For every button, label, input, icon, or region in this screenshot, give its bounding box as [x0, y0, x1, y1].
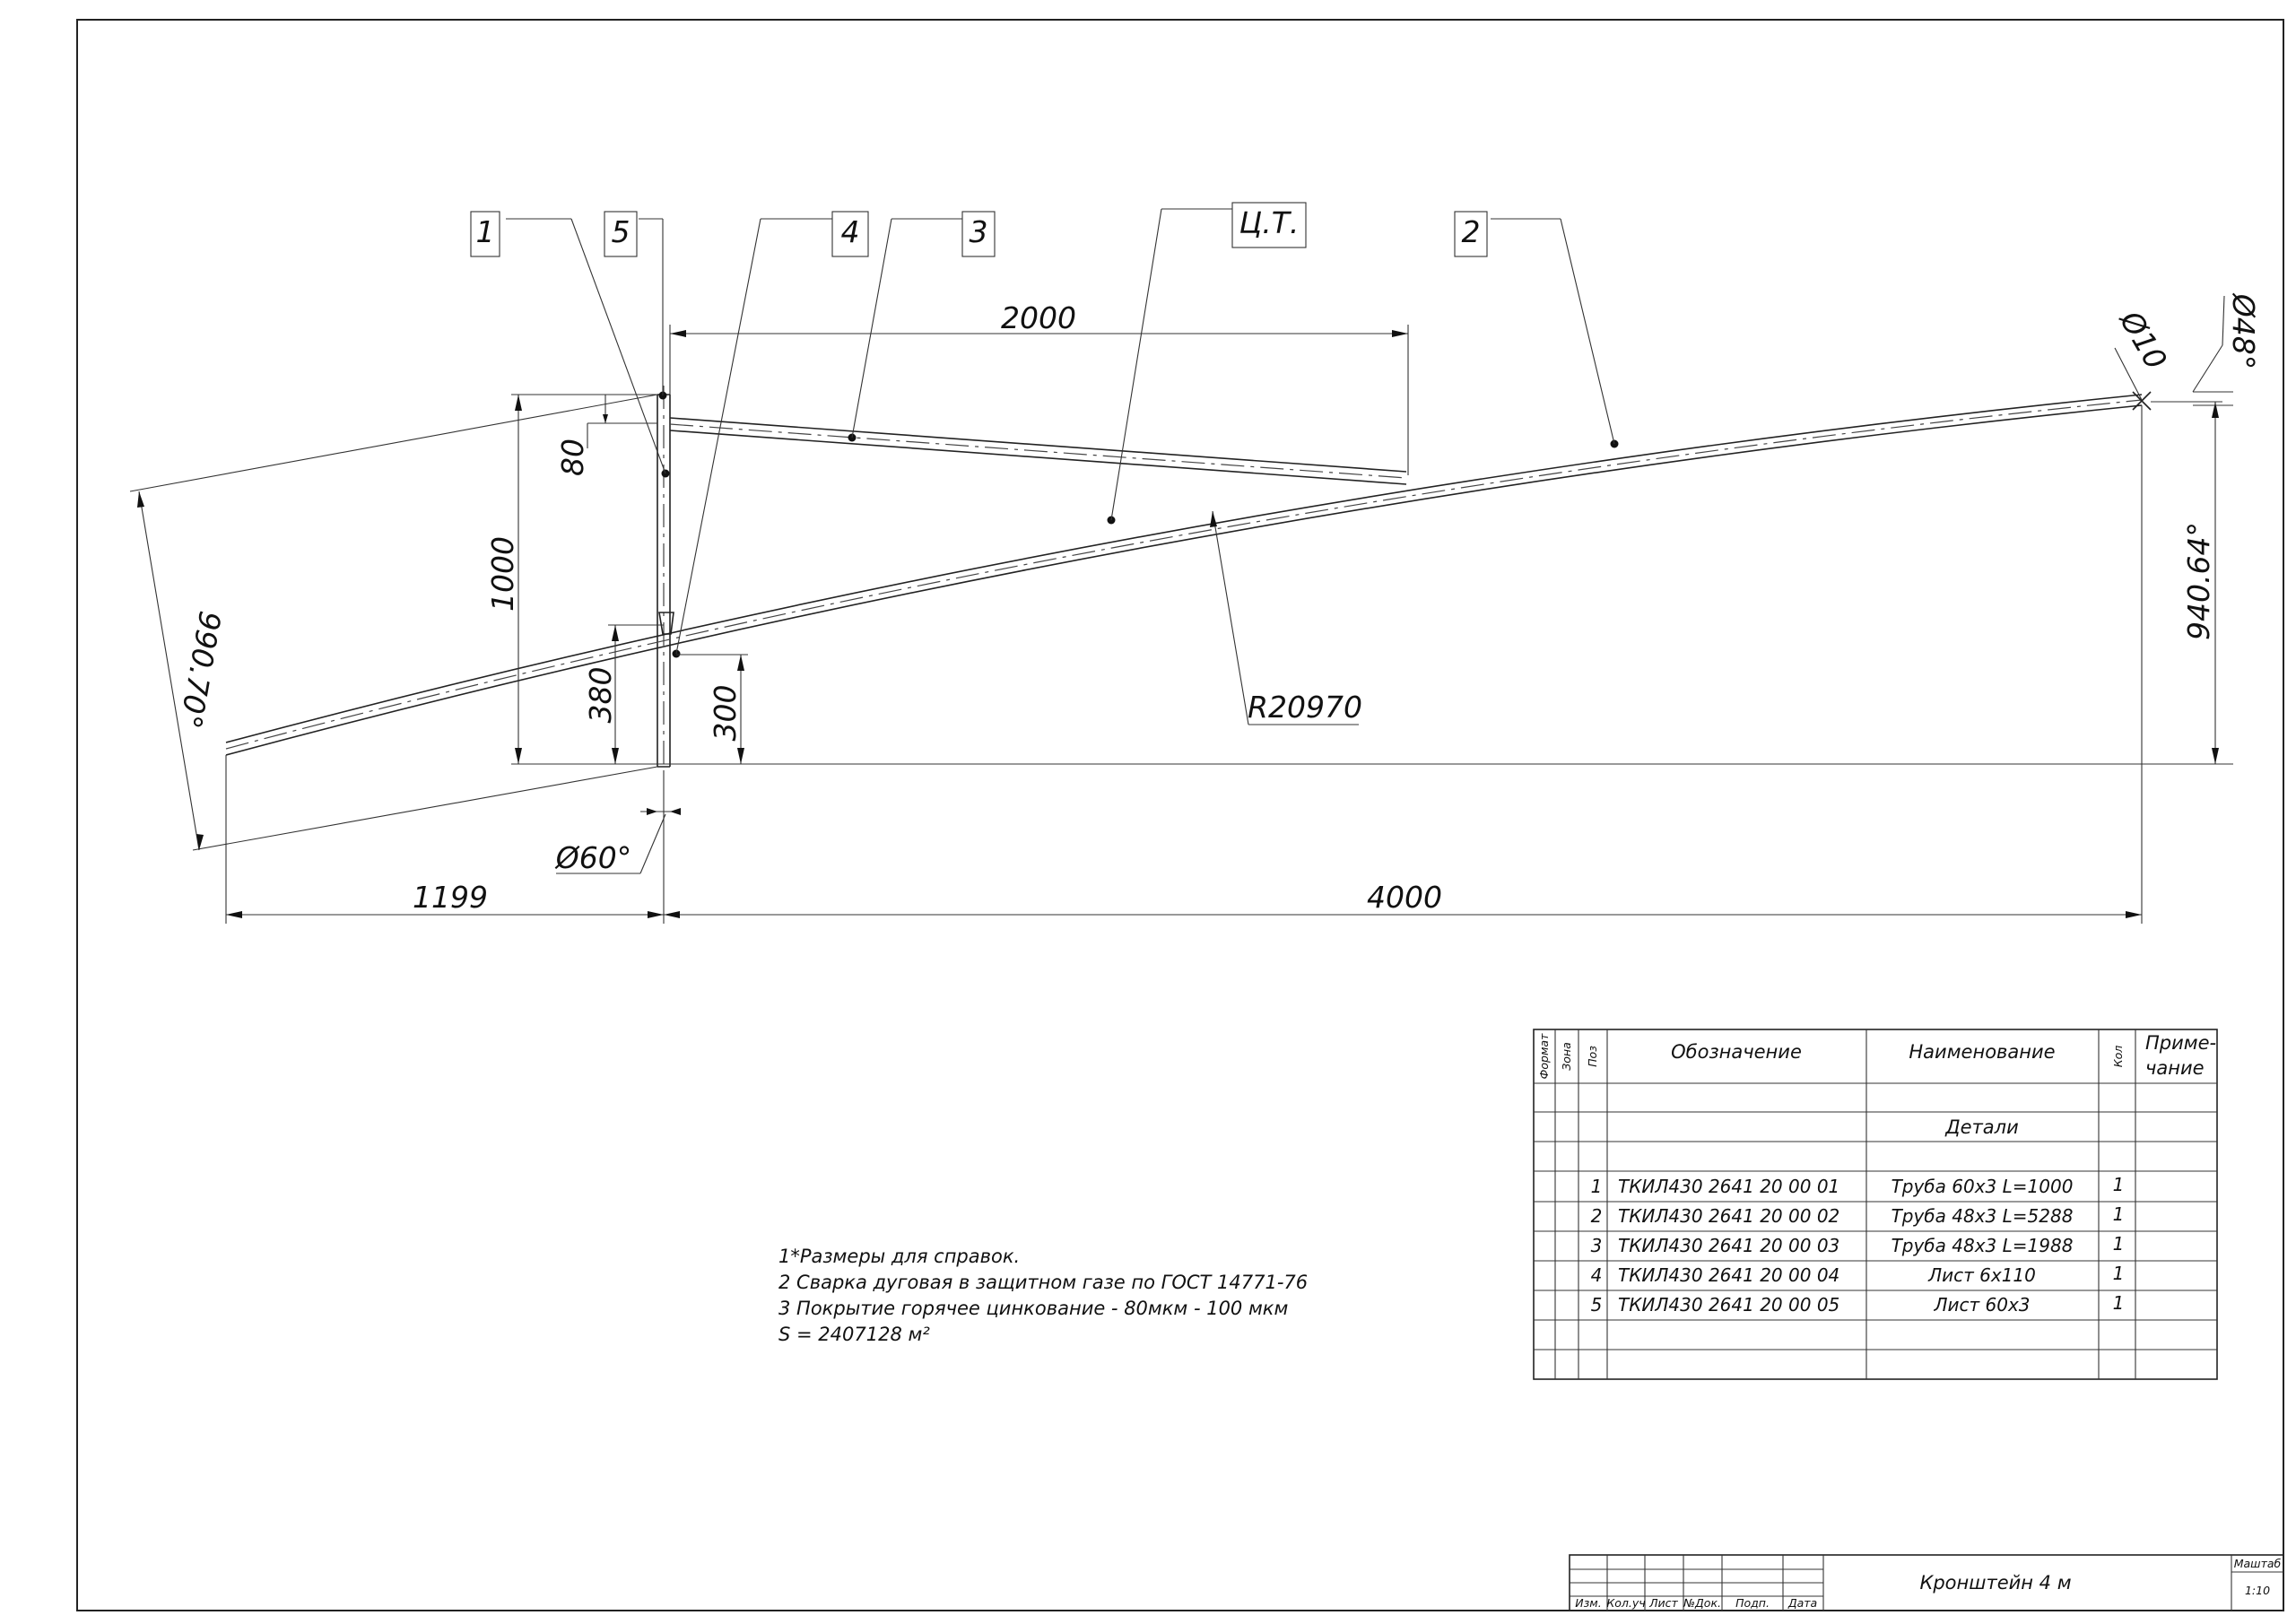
dim-300: 300: [708, 685, 743, 742]
header-zone: Зона: [1560, 1042, 1573, 1071]
row-3-pos: 3: [1591, 1235, 1603, 1256]
tb-label-ndok: №Док.: [1683, 1596, 1721, 1610]
gusset-plate: [658, 612, 674, 635]
section-details: Детали: [1944, 1116, 2019, 1138]
dim-2000: 2000: [1001, 300, 1076, 335]
tb-label-kol-uch: Кол.уч: [1606, 1596, 1645, 1610]
row-4-name: Лист 6х110: [1927, 1264, 2036, 1286]
row-2-qty: 1: [2113, 1203, 2125, 1225]
dim-380: 380: [583, 667, 618, 724]
callout-5: 5: [612, 214, 631, 249]
table-row: 3 ТКИЛ430 2641 20 00 03 Труба 48х3 L=198…: [1591, 1233, 2125, 1256]
callout-leaders: [470, 202, 1615, 655]
dim-dia10: Ø10: [2112, 303, 2174, 375]
header-note-line2: чание: [2145, 1057, 2205, 1079]
row-4-designation: ТКИЛ430 2641 20 00 04: [1618, 1264, 1839, 1286]
technical-notes: 1*Размеры для справок. 2 Сварка дуговая …: [778, 1246, 1308, 1345]
header-qty: Кол: [2111, 1046, 2125, 1068]
header-pos: Поз: [1586, 1046, 1599, 1067]
brace-pipe-upper: [669, 417, 1407, 473]
row-3-qty: 1: [2113, 1233, 2125, 1255]
tb-label-list: Лист: [1648, 1596, 1678, 1610]
title-block: [1569, 1554, 2284, 1611]
row-3-name: Труба 48х3 L=1988: [1892, 1235, 2074, 1256]
dim-dia60: Ø60°: [554, 840, 631, 875]
row-2-designation: ТКИЛ430 2641 20 00 02: [1618, 1205, 1839, 1227]
row-2-pos: 2: [1591, 1205, 1603, 1227]
row-5-qty: 1: [2113, 1292, 2125, 1314]
spec-table: [1533, 1029, 2218, 1380]
row-4-qty: 1: [2113, 1263, 2125, 1284]
row-5-pos: 5: [1591, 1294, 1603, 1316]
header-note-line1: Приме-: [2145, 1032, 2216, 1054]
table-row: 2 ТКИЛ430 2641 20 00 02 Труба 48х3 L=528…: [1591, 1203, 2125, 1227]
dim-1199: 1199: [413, 880, 488, 915]
callout-4: 4: [841, 214, 860, 249]
tb-label-data: Дата: [1787, 1596, 1817, 1610]
note-line-3: 3 Покрытие горячее цинкование - 80мкм - …: [778, 1298, 1288, 1319]
dim-940-64: 940.64°: [2181, 522, 2216, 640]
brace-pipe-lower: [669, 430, 1407, 485]
scale-label: Маштаб: [2234, 1557, 2282, 1570]
post-outline: [657, 394, 671, 768]
row-1-qty: 1: [2113, 1174, 2125, 1195]
tb-label-izm: Изм.: [1575, 1596, 1601, 1610]
scale-value: 1:10: [2245, 1584, 2270, 1597]
table-row: 1 ТКИЛ430 2641 20 00 01 Труба 60х3 L=100…: [1591, 1174, 2125, 1197]
dim-990-70: 990.70°: [173, 609, 228, 732]
row-2-name: Труба 48х3 L=5288: [1892, 1205, 2074, 1227]
table-row: 4 ТКИЛ430 2641 20 00 04 Лист 6х110 1: [1591, 1263, 2125, 1286]
sheet-frame: [76, 19, 2284, 1611]
row-1-name: Труба 60х3 L=1000: [1892, 1176, 2074, 1197]
note-line-1: 1*Размеры для справок.: [778, 1246, 1020, 1267]
callout-center-of-gravity: Ц.Т.: [1239, 205, 1300, 240]
main-arc-pipe-upper: [225, 394, 2143, 743]
tip-hole-mark: [2132, 391, 2152, 411]
row-5-name: Лист 60х3: [1933, 1294, 2030, 1316]
dim-dia48: Ø48°: [2226, 292, 2261, 369]
row-5-designation: ТКИЛ430 2641 20 00 05: [1618, 1294, 1839, 1316]
main-arc-pipe-lower: [225, 404, 2143, 756]
row-3-designation: ТКИЛ430 2641 20 00 03: [1618, 1235, 1839, 1256]
main-arc-axis: [225, 399, 2143, 750]
row-4-pos: 4: [1591, 1264, 1603, 1286]
callout-3: 3: [970, 214, 988, 249]
row-1-pos: 1: [1591, 1176, 1603, 1197]
note-line-4: S = 2407128 м²: [778, 1324, 930, 1345]
brace-axis: [669, 423, 1407, 479]
note-line-2: 2 Сварка дуговая в защитном газе по ГОСТ…: [778, 1272, 1308, 1293]
callout-2: 2: [1462, 214, 1481, 249]
dim-1000: 1000: [485, 536, 520, 612]
callout-1: 1: [476, 214, 495, 249]
header-name: Наименование: [1909, 1041, 2055, 1063]
dim-80: 80: [555, 439, 590, 476]
dim-radius: R20970: [1248, 690, 1362, 725]
header-format: Формат: [1537, 1033, 1551, 1079]
tb-label-podp: Подп.: [1735, 1596, 1770, 1610]
row-1-designation: ТКИЛ430 2641 20 00 01: [1618, 1176, 1839, 1197]
dim-4000: 4000: [1367, 880, 1442, 915]
header-designation: Обозначение: [1671, 1041, 1802, 1063]
table-row: 5 ТКИЛ430 2641 20 00 05 Лист 60х3 1: [1591, 1292, 2125, 1316]
drawing-title: Кронштейн 4 м: [1919, 1572, 2071, 1594]
dimension-lines: [129, 295, 2233, 924]
